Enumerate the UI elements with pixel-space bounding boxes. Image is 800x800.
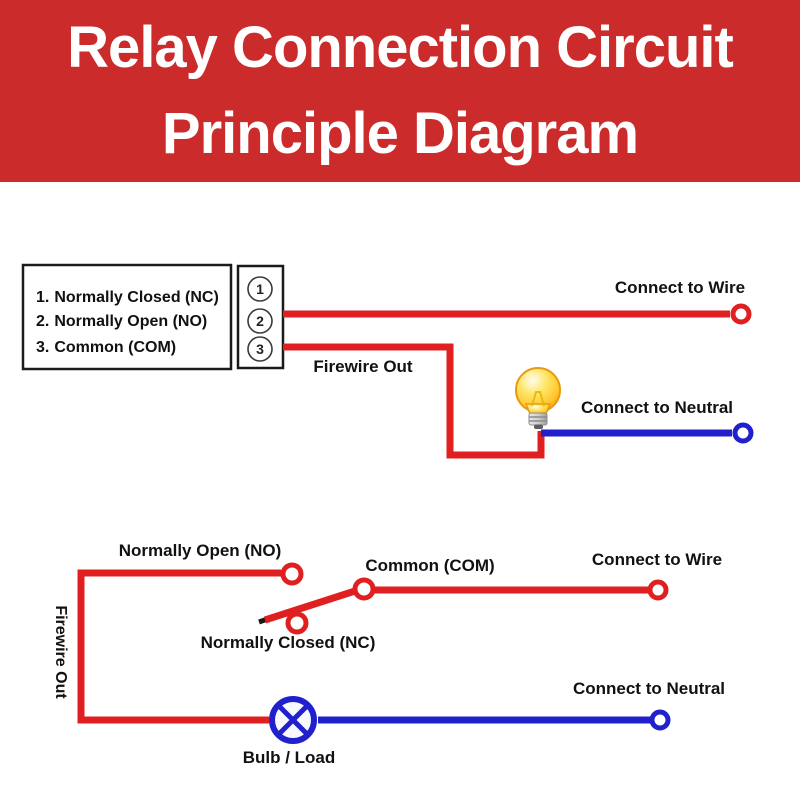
- firewire-out-label-lower: Firewire Out: [52, 605, 69, 699]
- wire-end-terminal-upper-red: [730, 303, 752, 325]
- legend-item-no: 2. Normally Open (NO): [36, 313, 207, 331]
- legend-item-com: 3. Common (COM): [36, 339, 176, 357]
- terminal-3-circle: [247, 336, 273, 362]
- firewire-out-label-upper: Firewire Out: [313, 357, 413, 376]
- terminal-2-number: 2: [256, 313, 264, 329]
- terminal-2-circle: [247, 308, 273, 334]
- wire-end-terminal-lower-red: [647, 579, 669, 601]
- bulb-load-label: Bulb / Load: [242, 748, 336, 767]
- no-contact-circle: [280, 562, 304, 586]
- connect-to-neutral-label-upper: Connect to Neutral: [580, 398, 734, 417]
- legend-item-nc: 1. Normally Closed (NC): [36, 289, 219, 307]
- light-bulb-icon: [515, 367, 561, 429]
- connect-to-wire-label-lower: Connect to Wire: [591, 550, 723, 569]
- common-label: Common (COM): [365, 556, 495, 575]
- wire-end-terminal-upper-blue: [732, 422, 754, 444]
- legend-label-no: Normally Open (NO): [54, 313, 208, 330]
- legend-num-3: 3.: [36, 339, 50, 356]
- nc-contact-circle: [285, 611, 309, 635]
- crossed-circle-lamp-icon: [269, 696, 317, 744]
- legend-label-com: Common (COM): [54, 339, 177, 356]
- terminal-1-circle: [247, 276, 273, 302]
- com-contact-circle: [352, 577, 376, 601]
- terminal-1-number: 1: [256, 281, 264, 297]
- wire-end-terminal-lower-blue: [649, 709, 671, 731]
- page-title-line-1: Relay Connection Circuit: [67, 15, 734, 80]
- switch-lever: [263, 587, 357, 624]
- terminal-3-number: 3: [256, 341, 264, 357]
- connect-to-neutral-label-lower: Connect to Neutral: [572, 679, 726, 698]
- pin-legend-box: [21, 263, 233, 371]
- page-title-line-2: Principle Diagram: [161, 101, 639, 166]
- connect-to-wire-label-upper: Connect to Wire: [614, 278, 746, 297]
- legend-label-nc: Normally Closed (NC): [54, 289, 219, 306]
- normally-closed-label: Normally Closed (NC): [200, 633, 376, 652]
- legend-num-2: 2.: [36, 313, 50, 330]
- legend-num-1: 1.: [36, 289, 50, 306]
- firewire-out-wire-upper: [283, 343, 545, 459]
- normally-open-label: Normally Open (NO): [118, 541, 282, 560]
- firewire-out-wire-lower: [77, 569, 281, 724]
- title-banner: Relay Connection Circuit Principle Diagr…: [0, 0, 800, 182]
